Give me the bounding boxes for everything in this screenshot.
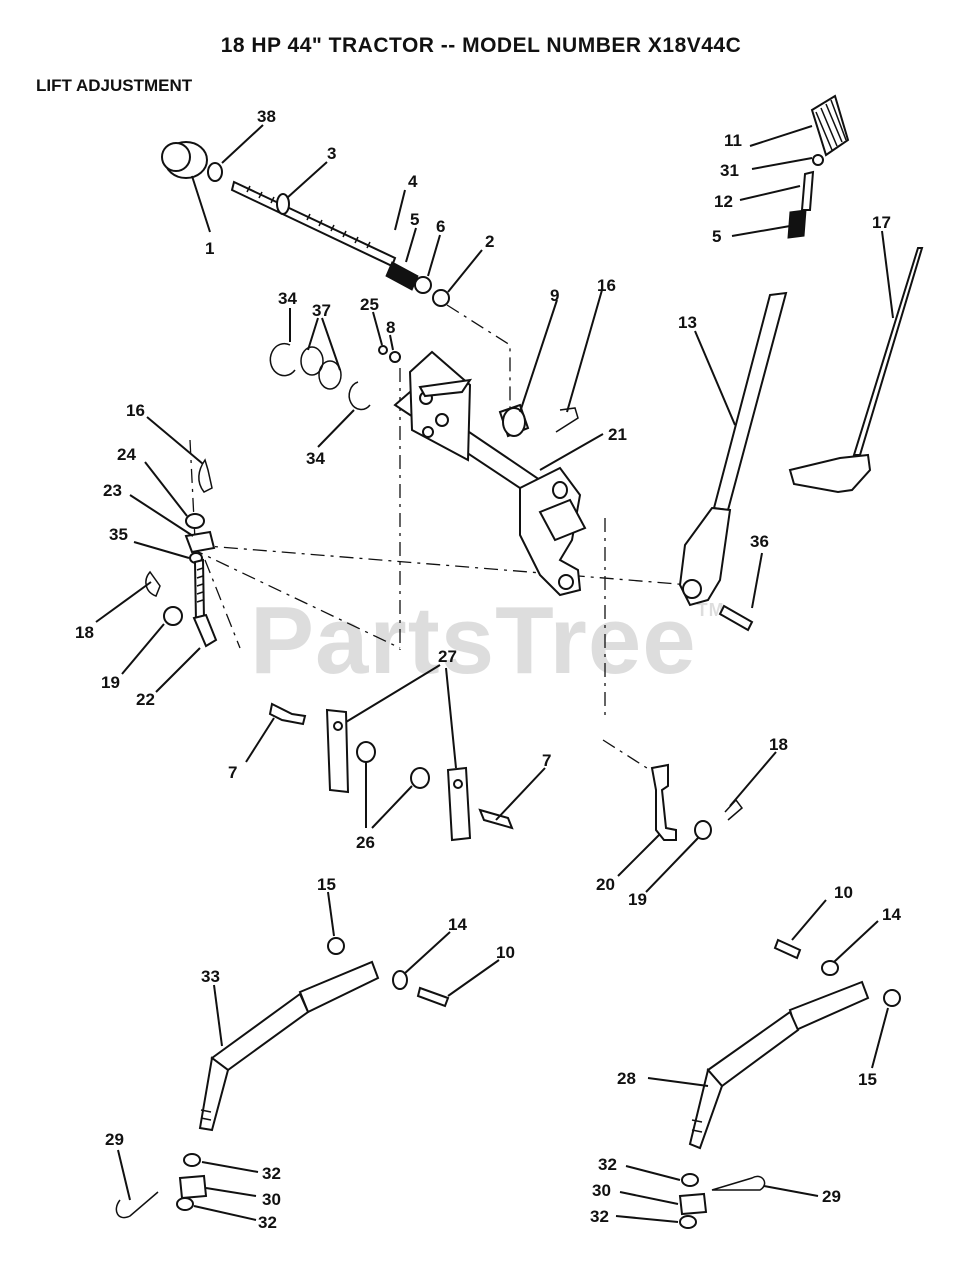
callout-6: 6 bbox=[436, 217, 445, 236]
callout-29-left: 29 bbox=[105, 1130, 124, 1149]
callout-19: 19 bbox=[101, 673, 120, 692]
lift-arm-33 bbox=[115, 937, 450, 1219]
callout-28: 28 bbox=[617, 1069, 636, 1088]
retaining-rings bbox=[269, 342, 371, 411]
cable-rod bbox=[788, 247, 924, 494]
callout-27: 27 bbox=[438, 647, 457, 666]
callout-5: 5 bbox=[410, 210, 419, 229]
callout-7-right: 7 bbox=[542, 751, 551, 770]
callout-7-left: 7 bbox=[228, 763, 237, 782]
callout-3: 3 bbox=[327, 144, 336, 163]
callout-38: 38 bbox=[257, 107, 276, 126]
support-brackets bbox=[268, 702, 514, 842]
callout-10-left: 10 bbox=[496, 943, 515, 962]
adjustment-knob bbox=[161, 141, 208, 179]
callout-36: 36 bbox=[750, 532, 769, 551]
callout-20: 20 bbox=[596, 875, 615, 894]
callout-labels: 38 3 4 5 6 2 1 11 31 12 5 17 13 34 37 25… bbox=[75, 107, 901, 1232]
callout-leaders bbox=[95, 124, 894, 1223]
callout-33: 33 bbox=[201, 967, 220, 986]
callout-17: 17 bbox=[872, 213, 891, 232]
callout-15-left: 15 bbox=[317, 875, 336, 894]
callout-18: 18 bbox=[75, 623, 94, 642]
callout-9: 9 bbox=[550, 286, 559, 305]
assembly-guide-lines bbox=[189, 304, 691, 771]
callout-16: 16 bbox=[597, 276, 616, 295]
pin-25 bbox=[378, 345, 388, 355]
callout-34-lower: 34 bbox=[306, 449, 325, 468]
lift-arm-28 bbox=[678, 938, 901, 1229]
washer-38 bbox=[207, 162, 223, 182]
callout-25: 25 bbox=[360, 295, 379, 314]
callout-5-upper: 5 bbox=[712, 227, 721, 246]
spring bbox=[385, 261, 419, 291]
callout-32-right-top: 32 bbox=[598, 1155, 617, 1174]
trademark-mark: TM bbox=[696, 600, 725, 620]
callout-4: 4 bbox=[408, 172, 418, 191]
section-title: LIFT ADJUSTMENT bbox=[36, 76, 193, 95]
callout-15-right: 15 bbox=[858, 1070, 877, 1089]
bolt-36 bbox=[718, 604, 754, 632]
callout-23: 23 bbox=[103, 481, 122, 500]
ring-8 bbox=[389, 351, 401, 363]
callout-16-left: 16 bbox=[126, 401, 145, 420]
callout-14-left: 14 bbox=[448, 915, 467, 934]
callout-22: 22 bbox=[136, 690, 155, 709]
nut-2 bbox=[432, 289, 450, 307]
left-linkage-parts bbox=[145, 458, 218, 648]
callout-31: 31 bbox=[720, 161, 739, 180]
callout-32-right-bottom: 32 bbox=[590, 1207, 609, 1226]
callout-29-right: 29 bbox=[822, 1187, 841, 1206]
lift-link-20 bbox=[650, 763, 744, 841]
callout-35: 35 bbox=[109, 525, 128, 544]
callout-21: 21 bbox=[608, 425, 627, 444]
callout-18-right: 18 bbox=[769, 735, 788, 754]
lift-lever-assembly bbox=[678, 94, 850, 607]
callout-10-right: 10 bbox=[834, 883, 853, 902]
callout-11: 11 bbox=[724, 131, 742, 150]
callout-12: 12 bbox=[714, 192, 733, 211]
pin-9 bbox=[498, 403, 530, 438]
lift-shaft-bracket bbox=[393, 350, 587, 597]
threaded-rod bbox=[230, 180, 397, 268]
callout-14-right: 14 bbox=[882, 905, 901, 924]
callout-26: 26 bbox=[356, 833, 375, 852]
watermark: PartsTreeTM bbox=[250, 586, 725, 696]
callout-30-left: 30 bbox=[262, 1190, 281, 1209]
callout-32-left-top: 32 bbox=[262, 1164, 281, 1183]
callout-32-left-bottom: 32 bbox=[258, 1213, 277, 1232]
callout-24: 24 bbox=[117, 445, 136, 464]
washer-6 bbox=[414, 276, 432, 294]
callout-8: 8 bbox=[386, 318, 395, 337]
callout-19-right: 19 bbox=[628, 890, 647, 909]
callout-30-right: 30 bbox=[592, 1181, 611, 1200]
callout-37: 37 bbox=[312, 301, 331, 320]
callout-2: 2 bbox=[485, 232, 494, 251]
watermark-text: PartsTree bbox=[250, 587, 697, 694]
page-title: 18 HP 44" TRACTOR -- MODEL NUMBER X18V44… bbox=[220, 34, 742, 57]
callout-1: 1 bbox=[205, 239, 214, 258]
callout-13: 13 bbox=[678, 313, 697, 332]
callout-34: 34 bbox=[278, 289, 297, 308]
